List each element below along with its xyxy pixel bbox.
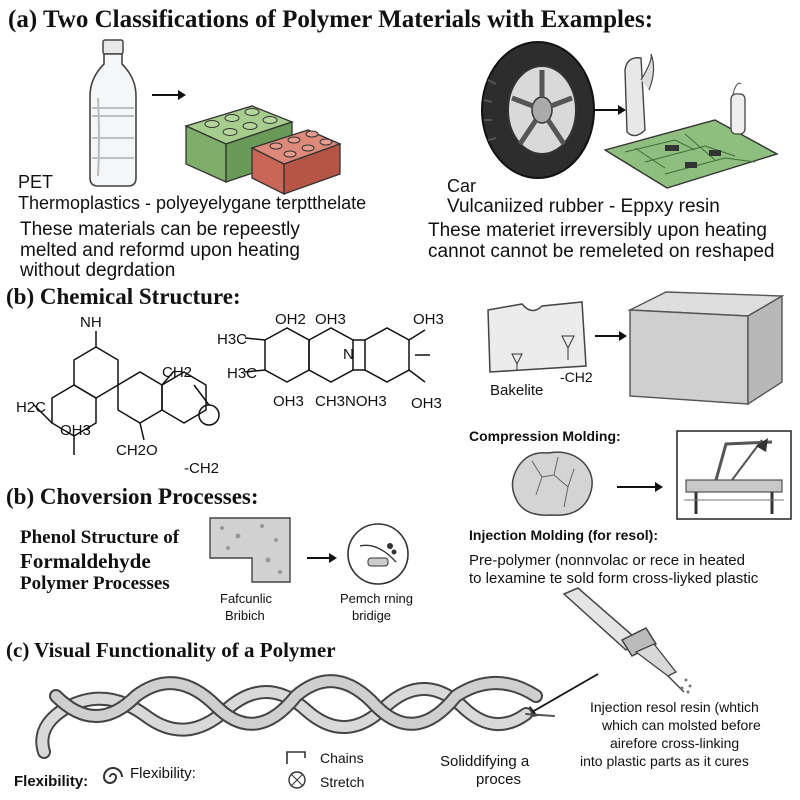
struct2-oh2: OH2 [275,311,306,328]
struct1-h2c: H2C [16,399,46,416]
textured-block-icon [209,517,291,583]
arrow-icon [307,553,337,563]
struct2-h3c-a: H3C [217,331,247,348]
phenol-title-3: Polymer Processes [20,573,170,594]
thermoset-desc-1: These materiet irreversibly upon heating [428,220,768,241]
struct2-oh3-a: OH3 [315,311,346,328]
thermoset-example: Car [447,176,477,196]
struct1-oh3: OH3 [60,422,91,439]
thermoset-desc-2: cannot cannot be remeleted on reshaped [428,241,775,262]
compression-heading: Compression Molding: [469,428,621,444]
struct1-ch2-bottom: -CH2 [184,460,219,477]
circle-caption-1: Pemch rning [340,591,413,606]
struct2-n: N [343,346,354,363]
struct2-oh3-c: OH3 [273,393,304,410]
thermoset-type: Vulcaniized rubber - Eppxy resin [447,196,720,217]
circuit-board-icon [603,53,779,189]
thermoplastic-type: Thermoplastics - polyeyelygane terptthel… [18,193,367,213]
tire-icon [481,41,595,179]
struct1-nh: NH [80,314,102,331]
struct2-ch3: CH3 [315,393,345,410]
solidifying-label-1: Soliddifying a [440,753,530,770]
chemical-structure-2: OH2 OH3 OH3 H3C H3C N OH3 CH3 NOH3 OH3 [217,311,444,412]
molding-press-icon [676,430,792,520]
resin-desc-2: which can molsted before [602,717,761,733]
resin-desc-1: Injection resol resin (whtich [590,699,759,715]
flexibility-label-2: Flexibility: [130,765,196,782]
struct1-ch2-side: CH2 [162,364,192,381]
struct2-h3c-b: H3C [227,365,257,382]
struct1-labels: NH H2C OH3 CH2O CH2 -CH2 [16,314,219,477]
section-b2-heading: (b) Choversion Processes: [6,484,259,509]
bakelite-piece-icon [487,301,587,373]
bottle-icon [89,39,137,187]
struct2-oh3-d: OH3 [411,395,442,412]
stretch-label: Stretch [320,774,365,790]
thermoplastic-desc-2: melted and reformd upon heating [20,240,300,261]
struct2-oh3-b: OH3 [413,311,444,328]
phenol-title-1: Phenol Structure of [20,527,180,548]
thermoplastic-desc-1: These materials can be repeestly [20,219,300,240]
bakelite-label: Bakelite [490,382,544,399]
arrow-icon [152,90,186,100]
solidifying-label-2: proces [476,771,522,788]
arrow-icon [595,331,627,341]
circle-caption-2: bridige [352,608,392,623]
polymer-chain-icon [35,674,555,759]
box-caption-1: Fafcunlic [220,591,273,606]
syringe-icon [562,587,692,694]
arrow-icon [594,105,626,115]
bakelite-ch2: -CH2 [560,369,593,385]
bridge-circle-icon [347,523,409,585]
resin-desc-3: airefore cross-linking [610,735,740,751]
arrow-icon [617,482,663,492]
lego-bricks-icon [184,105,342,196]
injection-desc-1: Pre-polymer (nonnvolac or rece in heated [469,552,745,569]
thermoplastic-example: PET [18,172,54,192]
section-a-heading: (a) Two Classifications of Polymer Mater… [8,6,654,33]
chain-bracket-icon [286,751,306,789]
injection-desc-2: to lexamine te sold form cross-liyked pl… [469,570,759,587]
thermoplastic-desc-3: without degrdation [20,260,176,281]
flexibility-label-1: Flexibility: [14,773,89,790]
section-c-heading: (c) Visual Functionality of a Polymer [6,638,336,662]
injection-heading: Injection Molding (for resol): [469,527,658,543]
swirl-icon [102,767,123,784]
rock-lump-icon [511,451,593,516]
chemical-structure-1: NH H2C OH3 CH2O CH2 -CH2 [16,314,220,477]
box-caption-2: Bribich [225,608,265,623]
resin-desc-4: into plastic parts as it cures [580,753,749,769]
phenol-title-2: Formaldehyde [20,549,151,573]
chains-label: Chains [320,750,364,766]
struct2-noh3: NOH3 [345,393,387,410]
section-b-heading: (b) Chemical Structure: [6,284,241,309]
stone-block-icon [627,291,785,406]
struct1-ch2o: CH2O [116,442,158,459]
